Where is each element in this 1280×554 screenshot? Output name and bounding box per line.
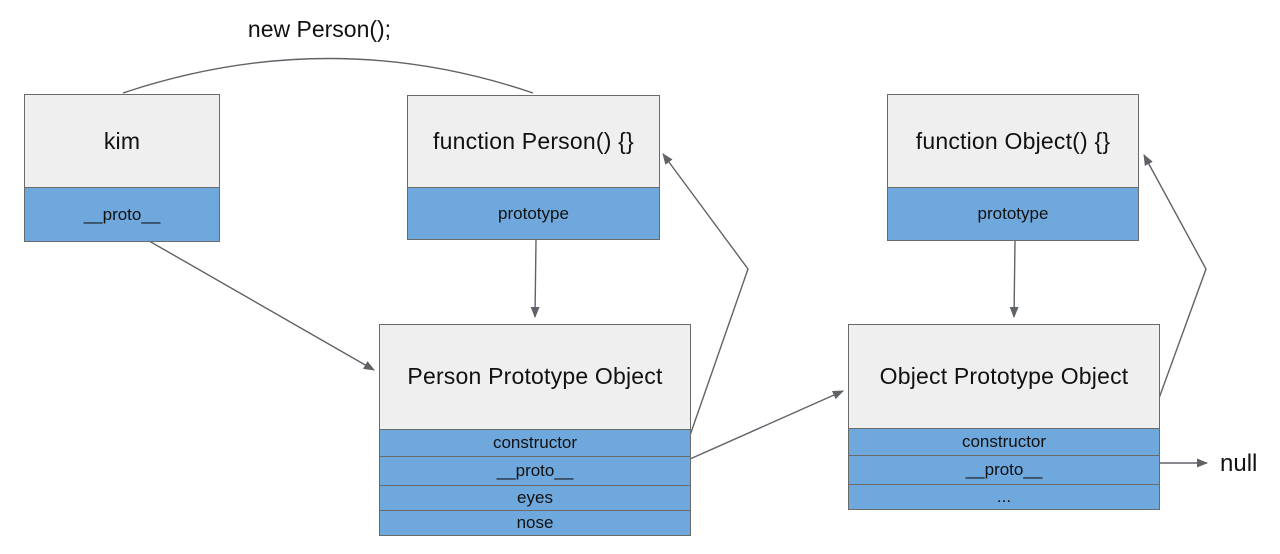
function-object-box: function Object() {} prototype bbox=[887, 94, 1139, 241]
kim-proto-row: __proto__ bbox=[25, 187, 219, 241]
kim-title: kim bbox=[103, 127, 141, 154]
person-prototype-proto-row: __proto__ bbox=[380, 456, 690, 485]
null-label: null bbox=[1220, 450, 1258, 477]
object-prototype-down-arrow bbox=[1009, 240, 1019, 319]
function-object-title: function Object() {} bbox=[915, 127, 1111, 154]
person-prototype-down-arrow bbox=[530, 239, 540, 319]
person-prototype-nose-row: nose bbox=[380, 510, 690, 535]
new-person-arc-connector bbox=[122, 57, 534, 94]
function-person-prototype-row: prototype bbox=[408, 187, 659, 239]
object-prototype-title: Object Prototype Object bbox=[879, 362, 1129, 389]
person-proto-to-object-prototype-arrow bbox=[671, 390, 845, 468]
object-prototype-box: Object Prototype Object constructor __pr… bbox=[848, 324, 1160, 510]
person-prototype-box: Person Prototype Object constructor __pr… bbox=[379, 324, 691, 536]
object-prototype-ellipsis-row: ... bbox=[849, 484, 1159, 509]
kim-proto-arrow bbox=[122, 225, 375, 371]
function-object-prototype-row: prototype bbox=[888, 187, 1138, 240]
person-prototype-eyes-row: eyes bbox=[380, 485, 690, 510]
function-person-box: function Person() {} prototype bbox=[407, 95, 660, 240]
person-prototype-title: Person Prototype Object bbox=[407, 363, 663, 390]
new-person-annotation: new Person(); bbox=[247, 16, 392, 42]
person-prototype-constructor-row: constructor bbox=[380, 428, 690, 456]
kim-box: kim __proto__ bbox=[24, 94, 220, 242]
object-prototype-proto-row: __proto__ bbox=[849, 455, 1159, 484]
function-person-title: function Person() {} bbox=[433, 128, 634, 154]
object-prototype-constructor-row: constructor bbox=[849, 427, 1159, 455]
